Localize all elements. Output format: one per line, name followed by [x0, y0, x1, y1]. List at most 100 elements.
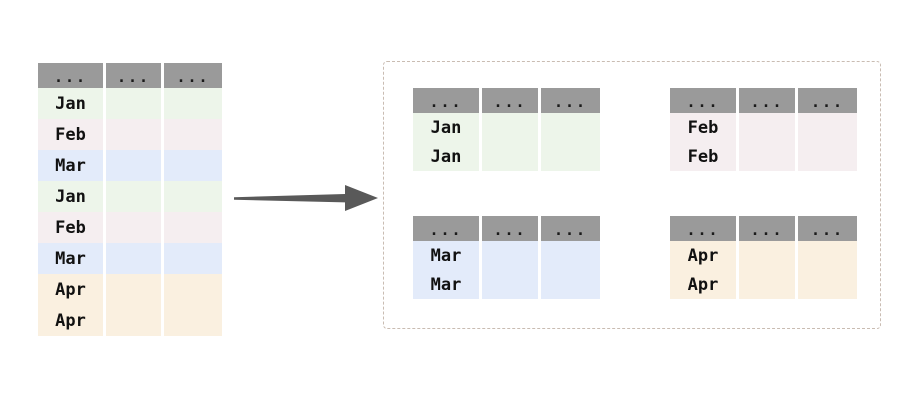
group-table-row: Apr [670, 241, 857, 270]
group-table-row: Jan [413, 113, 600, 142]
source-table-row: Feb [38, 212, 222, 243]
cell-empty [106, 88, 164, 119]
cell-label: Apr [38, 274, 106, 305]
cell-empty [106, 243, 164, 274]
cell-label: Feb [670, 142, 739, 171]
cell-empty [739, 142, 798, 171]
cell-label: Feb [670, 113, 739, 142]
cell-empty [106, 212, 164, 243]
source-header-cell-1: ... [106, 63, 164, 88]
cell-empty [739, 241, 798, 270]
source-table-row: Mar [38, 243, 222, 274]
transform-arrow [234, 185, 378, 211]
cell-empty [164, 119, 222, 150]
cell-label: Mar [413, 241, 482, 270]
ellipsis-icon: ... [810, 221, 845, 239]
cell-label: Jan [38, 181, 106, 212]
group-header-row: ... ... ... [413, 216, 600, 241]
group-header-cell-0: ... [413, 88, 482, 113]
cell-empty [164, 150, 222, 181]
ellipsis-icon: ... [429, 221, 463, 239]
source-header-cell-2: ... [164, 63, 222, 88]
cell-empty [798, 113, 857, 142]
cell-empty [798, 270, 857, 299]
cell-label: Apr [670, 270, 739, 299]
cell-empty [106, 150, 164, 181]
source-table-header-row: ... ... ... [38, 63, 222, 88]
cell-empty [106, 305, 164, 336]
cell-empty [541, 142, 600, 171]
group-header-cell-1: ... [739, 88, 798, 113]
cell-empty [164, 212, 222, 243]
cell-label: Jan [38, 88, 106, 119]
cell-empty [164, 274, 222, 305]
cell-empty [164, 88, 222, 119]
ellipsis-icon: ... [493, 221, 527, 239]
group-table-row: Jan [413, 142, 600, 171]
cell-empty [482, 270, 541, 299]
cell-empty [482, 113, 541, 142]
cell-label: Feb [38, 119, 106, 150]
group-table-row: Apr [670, 270, 857, 299]
group-header-cell-0: ... [670, 88, 739, 113]
cell-label: Mar [413, 270, 482, 299]
group-header-row: ... ... ... [670, 88, 857, 113]
cell-empty [482, 241, 541, 270]
cell-empty [798, 241, 857, 270]
source-table-row: Apr [38, 305, 222, 336]
cell-empty [164, 305, 222, 336]
ellipsis-icon: ... [493, 93, 527, 111]
cell-empty [164, 181, 222, 212]
group-header-cell-2: ... [798, 88, 857, 113]
cell-empty [541, 113, 600, 142]
group-table-row: Mar [413, 241, 600, 270]
ellipsis-icon: ... [176, 68, 210, 86]
source-table-row: Mar [38, 150, 222, 181]
source-table-row: Apr [38, 274, 222, 305]
ellipsis-icon: ... [750, 93, 784, 111]
source-table-row: Jan [38, 88, 222, 119]
cell-empty [798, 142, 857, 171]
group-header-cell-0: ... [670, 216, 739, 241]
ellipsis-icon: ... [750, 221, 784, 239]
group-header-row: ... ... ... [413, 88, 600, 113]
cell-label: Mar [38, 243, 106, 274]
cell-empty [541, 270, 600, 299]
cell-label: Jan [413, 142, 482, 171]
ellipsis-icon: ... [116, 68, 151, 86]
group-header-row: ... ... ... [670, 216, 857, 241]
ellipsis-icon: ... [686, 221, 720, 239]
ellipsis-icon: ... [810, 93, 845, 111]
cell-empty [106, 119, 164, 150]
cell-empty [106, 181, 164, 212]
group-header-cell-2: ... [541, 88, 600, 113]
group-header-cell-1: ... [482, 88, 541, 113]
cell-empty [482, 142, 541, 171]
cell-label: Apr [670, 241, 739, 270]
cell-label: Mar [38, 150, 106, 181]
source-header-cell-0: ... [38, 63, 106, 88]
cell-label: Apr [38, 305, 106, 336]
group-header-cell-1: ... [482, 216, 541, 241]
cell-label: Jan [413, 113, 482, 142]
group-header-cell-2: ... [798, 216, 857, 241]
cell-empty [164, 243, 222, 274]
ellipsis-icon: ... [553, 221, 588, 239]
cell-empty [106, 274, 164, 305]
group-panel [383, 61, 881, 329]
source-table-row: Jan [38, 181, 222, 212]
cell-empty [739, 113, 798, 142]
ellipsis-icon: ... [429, 93, 463, 111]
ellipsis-icon: ... [553, 93, 588, 111]
